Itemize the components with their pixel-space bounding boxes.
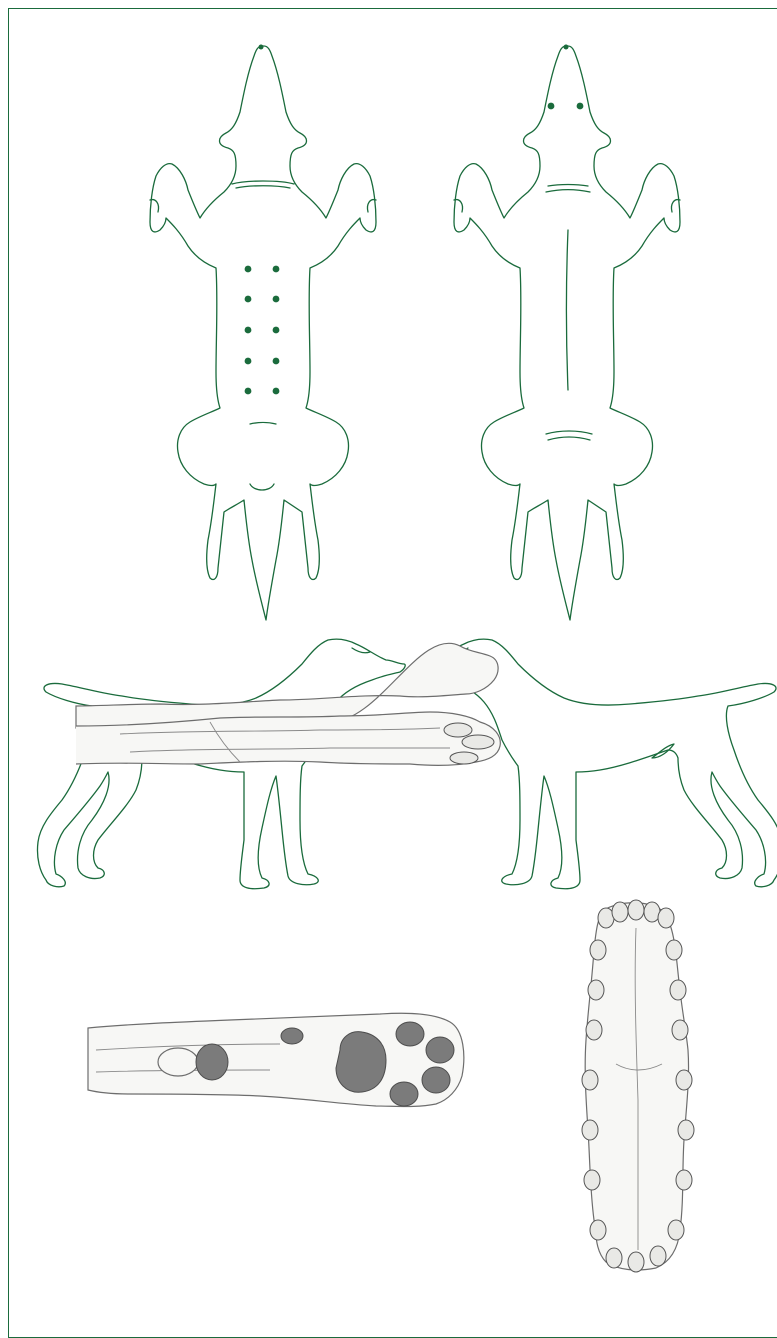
palate-tooth [672, 1020, 688, 1040]
paw-palmar-carpal-pad [196, 1044, 228, 1080]
hard-palate-sketch [582, 900, 694, 1272]
palate-tooth [670, 980, 686, 1000]
ventral-marker-dot [245, 266, 252, 273]
ventral-tail-base [250, 484, 274, 490]
palate-tooth [582, 1120, 598, 1140]
palate-tooth [590, 1220, 606, 1240]
ventral-marker-dot [273, 358, 280, 365]
dorsal-neck-crease-2 [546, 190, 590, 192]
palate-tooth [676, 1170, 692, 1190]
palate-tooth [588, 980, 604, 1000]
palate-tooth [590, 940, 606, 960]
dorsal-hip-line-1 [546, 431, 592, 434]
palate-tooth [628, 900, 644, 920]
dog-ventral-view [150, 45, 376, 621]
paw-palmar-dewclaw-pad [281, 1028, 303, 1044]
paw-dorsal-claw-3 [450, 752, 478, 764]
palate-tooth [668, 1220, 684, 1240]
palate-tooth [612, 902, 628, 922]
palate-tooth [586, 1020, 602, 1040]
palate-tooth [606, 1248, 622, 1268]
palate-tooth [650, 1246, 666, 1266]
paw-palmar-sketch [88, 1013, 464, 1106]
paw-palmar-metacarpal-pad [336, 1032, 386, 1093]
ventral-marker-dot [245, 358, 252, 365]
dorsal-neck-crease-1 [548, 185, 588, 187]
paw-palmar-digital-pad-4 [390, 1082, 418, 1106]
ventral-marker-dot [245, 388, 252, 395]
ventral-marker-dot [273, 327, 280, 334]
paw-dorsal-claw-2 [462, 735, 494, 749]
ventral-marker-dot [273, 266, 280, 273]
palate-tooth [678, 1120, 694, 1140]
dorsal-marker-dot [577, 103, 584, 110]
dorsal-spine-line [567, 230, 569, 390]
dorsal-hip-line-2 [548, 437, 590, 440]
palate-tooth [658, 908, 674, 928]
paw-palmar-digital-pad-1 [396, 1022, 424, 1046]
paw-palmar-carpal-outline [158, 1048, 198, 1076]
palate-tooth [666, 940, 682, 960]
ventral-groin-line [250, 423, 276, 425]
palate-tooth [582, 1070, 598, 1090]
ventral-marker-dot [273, 296, 280, 303]
ventral-nose-dot [259, 45, 264, 50]
palate-tooth [676, 1070, 692, 1090]
dorsal-nose-dot [564, 45, 569, 50]
ventral-body-outline [150, 46, 376, 620]
ventral-marker-dot [245, 327, 252, 334]
ventral-neck-crease-2 [236, 186, 290, 188]
paw-palmar-digital-pad-2 [426, 1037, 454, 1063]
ventral-marker-dot [273, 388, 280, 395]
right-lateral-sheath [652, 744, 674, 758]
ventral-neck-crease-1 [232, 181, 294, 184]
palate-tooth [628, 1252, 644, 1272]
paw-dorsal-claw-1 [444, 723, 472, 737]
dorsal-marker-dot [548, 103, 555, 110]
ventral-marker-dot [245, 296, 252, 303]
paw-palmar-digital-pad-3 [422, 1067, 450, 1093]
paw-dorsal-sketch [76, 643, 500, 765]
dorsal-markers [548, 103, 584, 110]
ventral-markers [245, 266, 280, 395]
dog-dorsal-view [454, 45, 680, 621]
palate-tooth [584, 1170, 600, 1190]
